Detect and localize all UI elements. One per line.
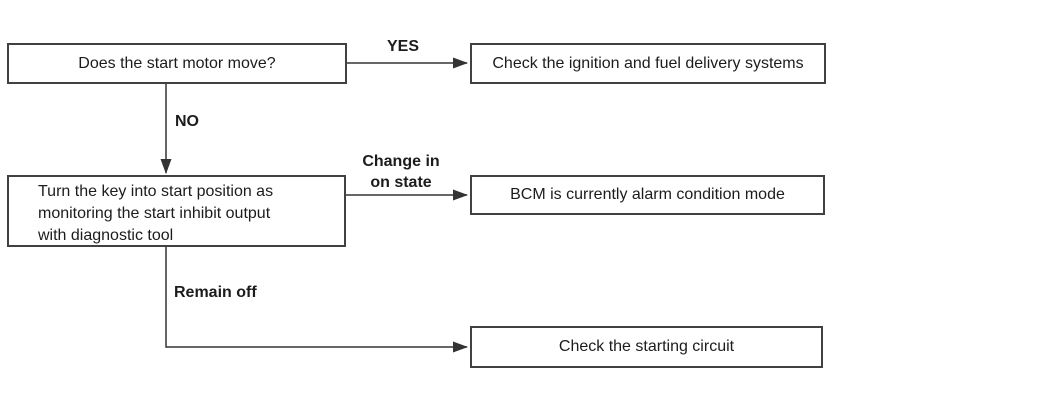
edge-label-no: NO [175,113,199,130]
node-label-line: Turn the key into start position as [38,183,274,200]
node-label-line: with diagnostic tool [38,227,174,244]
edge-label-yes: YES [386,38,419,55]
node-label: Check the starting circuit [558,338,735,355]
node-start-motor-question: Does the start motor move? [7,43,347,84]
node-label: Does the start motor move? [78,54,276,72]
edge-label-line: Change in [362,153,440,170]
node-check-starting-circuit: Check the starting circuit [470,326,823,368]
edge-label-remain-off: Remain off [174,284,257,301]
node-label: Check the ignition and fuel delivery sys… [492,54,804,72]
node-key-start-monitor: Turn the key into start position as moni… [7,175,346,247]
node-label-line: monitoring the start inhibit output [38,205,271,222]
node-check-ignition-fuel: Check the ignition and fuel delivery sys… [470,43,826,84]
node-label: BCM is currently alarm condition mode [510,186,785,203]
edge-label-line: on state [370,174,432,191]
node-bcm-alarm-mode: BCM is currently alarm condition mode [470,175,825,215]
edge-label-change-in-on-state: Change in on state [336,151,466,193]
connector-remain-off [165,247,468,353]
